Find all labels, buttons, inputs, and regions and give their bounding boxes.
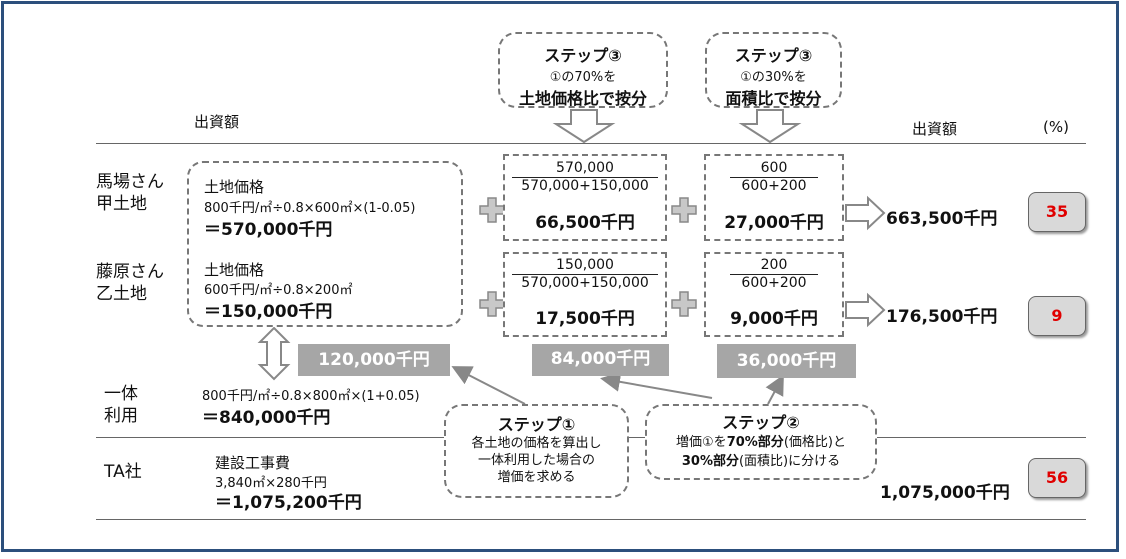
- step1-bubble: ステップ① 各土地の価格を算出し 一体利用した場合の 増価を求める: [444, 404, 629, 498]
- baba-total: 663,500千円: [886, 209, 998, 229]
- baba-area-den: 600+200: [741, 178, 807, 194]
- pointer-step2-right: [765, 374, 784, 405]
- step3a-title: ステップ③: [544, 46, 622, 65]
- baba-price-den: 570,000+150,000: [521, 178, 649, 194]
- fujiwara-name: 藤原さん 乙土地: [96, 261, 164, 305]
- pointer-step2-left: [600, 371, 713, 399]
- baba-land-value: ＝570,000千円: [204, 220, 333, 240]
- divider-mid-right: [876, 437, 1086, 438]
- ittai-name-line2: 利用: [104, 406, 138, 426]
- fujiwara-area-ratio-box: [704, 252, 844, 337]
- step1-title: ステップ①: [497, 415, 576, 434]
- ta-total: 1,075,000千円: [880, 483, 1010, 503]
- fujiwara-formula: 600千円/㎡÷0.8×200㎡: [204, 283, 353, 298]
- double-arrow: [257, 326, 291, 381]
- ittai-name: 一体 利用: [104, 383, 138, 427]
- baba-area-fracline: [730, 177, 818, 178]
- step2-line1-b: 70%部分: [726, 435, 784, 450]
- step3a-line2: 土地価格比で按分: [518, 89, 647, 108]
- ta-name: TA社: [104, 462, 142, 482]
- header-shusshigaku-right: 出資額: [912, 120, 958, 138]
- divider-mid-left: [96, 437, 446, 438]
- baba-land-label: 土地価格: [204, 178, 265, 196]
- fujiwara-percent-badge: 9: [1028, 296, 1086, 336]
- step2-line1: 増価①を70%部分(価格比)と: [647, 433, 875, 452]
- fujiwara-price-fracline: [512, 274, 658, 275]
- fujiwara-price-num: 150,000: [556, 257, 614, 273]
- step3b-line2: 面積比で按分: [725, 89, 822, 108]
- step2-bubble: ステップ② 増価①を70%部分(価格比)と 30%部分(面積比)に分ける: [645, 404, 877, 480]
- increase-70-bar: 84,000千円: [532, 344, 669, 376]
- increase-30-bar: 36,000千円: [717, 344, 856, 378]
- land-price-box: [187, 161, 463, 327]
- step3b-line1: ①の30%を: [740, 70, 807, 85]
- divider-bottom: [96, 519, 1086, 520]
- step2-line1-c: (価格比)と: [783, 435, 846, 450]
- header-percent: (%): [1043, 118, 1069, 136]
- outer-frame: [1, 1, 1119, 552]
- fujiwara-name-line2: 乙土地: [96, 284, 147, 304]
- fujiwara-area-result: 9,000千円: [730, 309, 818, 329]
- baba-area-result: 27,000千円: [724, 213, 824, 233]
- header-shusshigaku-left: 出資額: [194, 113, 240, 131]
- step2-line2: 30%部分(面積比)に分ける: [647, 452, 875, 471]
- step2-line2-a: 30%部分: [681, 454, 739, 469]
- ta-formula: 3,840㎡×280千円: [215, 476, 327, 491]
- fujiwara-price-result: 17,500千円: [535, 309, 635, 329]
- step1-line1: 各土地の価格を算出し: [471, 436, 602, 451]
- baba-name: 馬場さん 甲土地: [96, 171, 164, 215]
- ittai-name-line1: 一体: [104, 384, 138, 404]
- ittai-formula: 800千円/㎡÷0.8×800㎡×(1+0.05): [202, 389, 420, 404]
- increase-total-bar: 120,000千円: [298, 344, 450, 376]
- step3-area-bubble: ステップ③ ①の30%を 面積比で按分: [705, 32, 842, 108]
- baba-price-fracline: [512, 177, 658, 178]
- pointer-step1: [451, 366, 526, 405]
- divider-mid-center: [628, 437, 646, 438]
- divider-top: [96, 143, 1086, 144]
- step2-line2-b: (面積比)に分ける: [738, 454, 841, 469]
- fujiwara-land-value: ＝150,000千円: [204, 302, 333, 322]
- fujiwara-area-fracline: [730, 274, 818, 275]
- step3-price-bubble: ステップ③ ①の70%を 土地価格比で按分: [498, 32, 668, 108]
- ta-label: 建設工事費: [215, 454, 291, 472]
- step3a-line1: ①の70%を: [549, 70, 617, 85]
- fujiwara-area-den: 600+200: [741, 275, 807, 291]
- fujiwara-total: 176,500千円: [886, 307, 998, 327]
- fujiwara-name-line1: 藤原さん: [96, 262, 164, 282]
- baba-price-result: 66,500千円: [535, 213, 635, 233]
- baba-name-line1: 馬場さん: [96, 172, 164, 192]
- baba-price-ratio-box: [503, 154, 667, 241]
- step1-line3: 増価を求める: [497, 470, 576, 485]
- fujiwara-price-den: 570,000+150,000: [521, 275, 649, 291]
- baba-name-line2: 甲土地: [96, 194, 147, 214]
- step2-title: ステップ②: [722, 413, 800, 432]
- down-arrow-step3b: [738, 109, 802, 144]
- fujiwara-price-ratio-box: [503, 252, 667, 337]
- down-arrow-step3a: [552, 109, 616, 144]
- step3b-title: ステップ③: [734, 46, 813, 65]
- fujiwara-land-label: 土地価格: [204, 261, 265, 279]
- step1-line2: 一体利用した場合の: [477, 453, 595, 468]
- step2-line1-a: 増価①を: [676, 435, 727, 450]
- baba-area-ratio-box: [704, 154, 844, 241]
- baba-price-num: 570,000: [556, 160, 614, 176]
- baba-formula: 800千円/㎡÷0.8×600㎡×(1-0.05): [204, 201, 416, 216]
- ta-percent-badge: 56: [1028, 458, 1086, 498]
- baba-percent-badge: 35: [1028, 192, 1086, 232]
- baba-area-num: 600: [760, 160, 788, 176]
- ittai-value: ＝840,000千円: [202, 408, 331, 428]
- ta-value: ＝1,075,200千円: [215, 493, 362, 513]
- right-arrow-baba: [845, 195, 886, 231]
- fujiwara-area-num: 200: [760, 257, 788, 273]
- right-arrow-fujiwara: [845, 292, 886, 328]
